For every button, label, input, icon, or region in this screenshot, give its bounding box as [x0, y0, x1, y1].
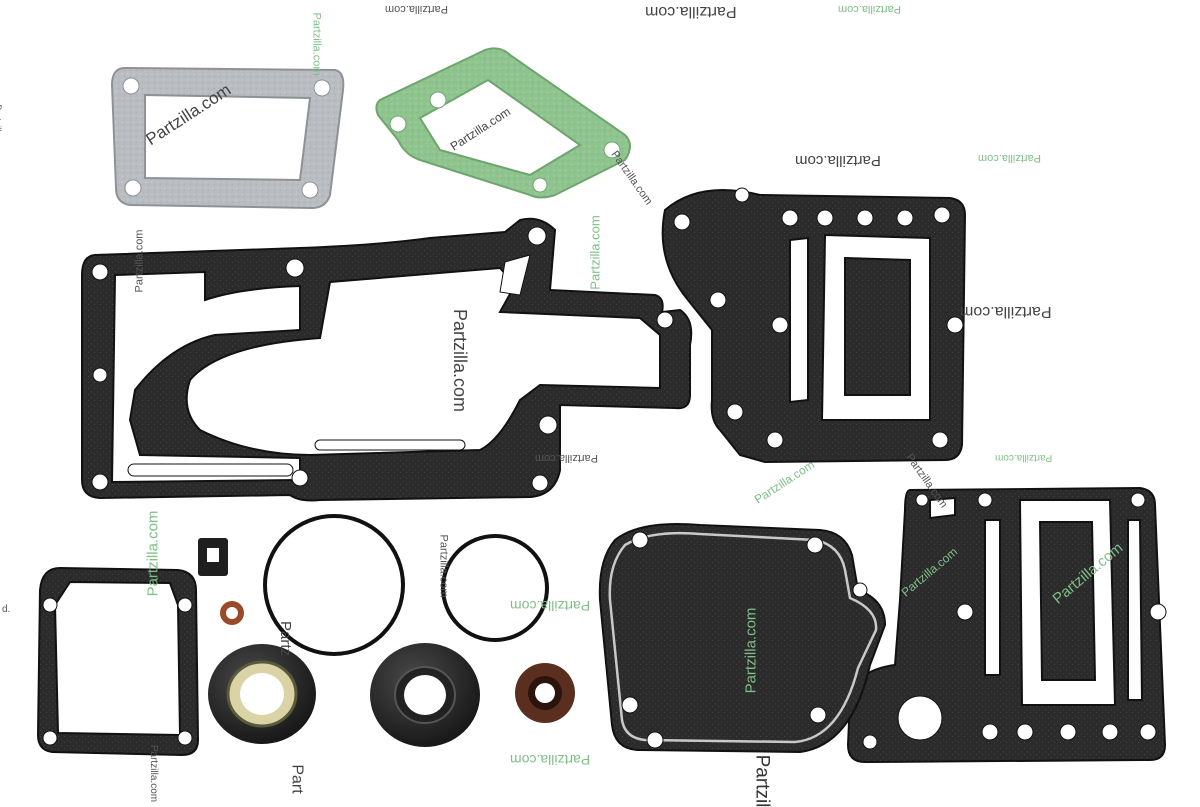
medium-o-ring — [441, 534, 549, 642]
oil-seal-left — [208, 644, 316, 744]
right-lower-gasket — [846, 486, 1167, 764]
oil-seal-small-brown — [515, 663, 575, 723]
large-o-ring — [263, 514, 405, 656]
cover-gasket — [598, 523, 887, 754]
tiny-square-seal — [198, 538, 228, 576]
grey-gasket — [110, 66, 345, 210]
oil-seal-middle — [370, 643, 480, 747]
small-copper-washer — [220, 601, 244, 625]
small-square-gasket — [36, 566, 200, 757]
green-gasket — [375, 47, 631, 199]
right-upper-gasket — [661, 187, 967, 464]
large-exhaust-gasket — [81, 217, 693, 502]
